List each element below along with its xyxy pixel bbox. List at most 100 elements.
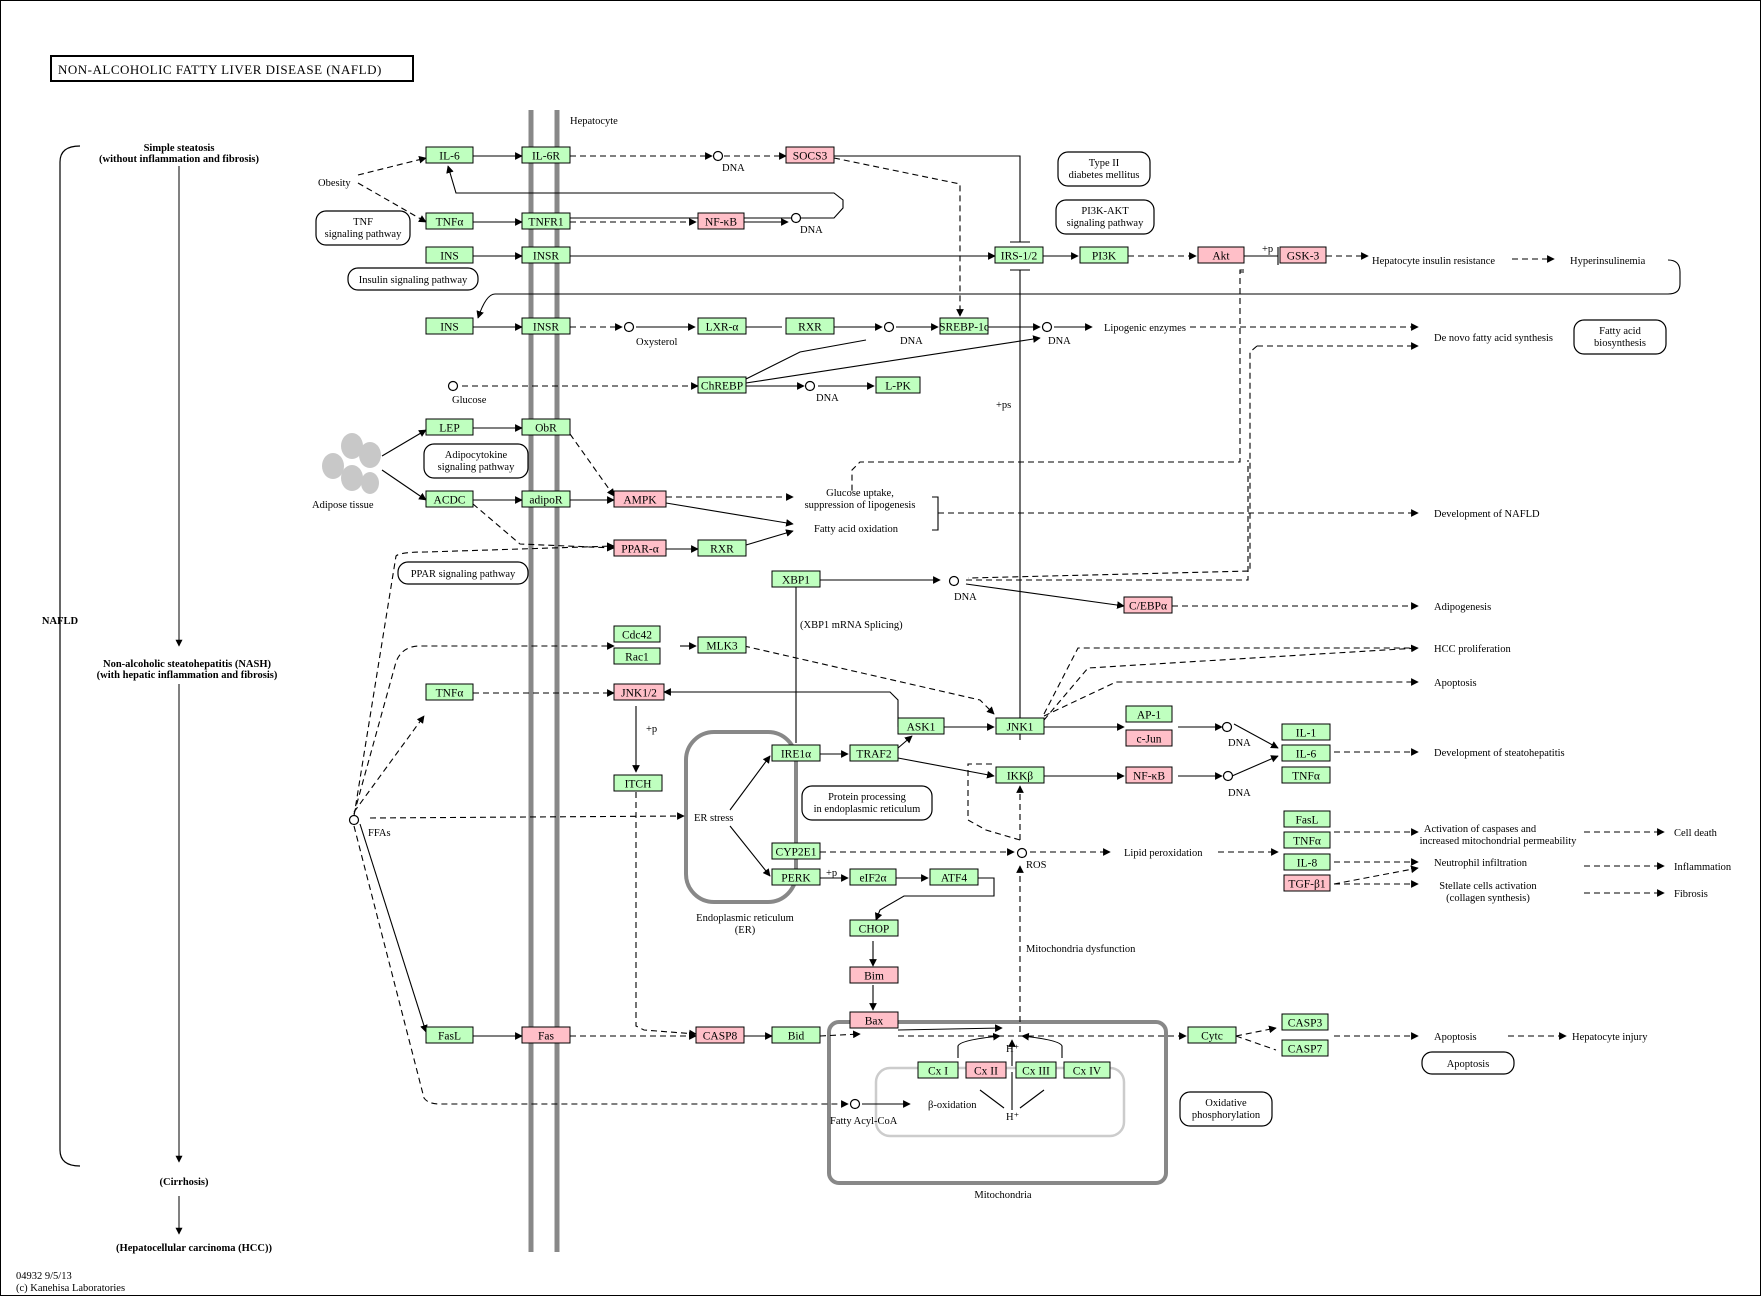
gene-pi3k[interactable]: PI3K bbox=[1079, 246, 1129, 264]
gene-atf4[interactable]: ATF4 bbox=[929, 868, 979, 886]
gene-il6b[interactable]: IL-6 bbox=[1281, 744, 1331, 762]
gene-gsk3[interactable]: GSK-3 bbox=[1279, 246, 1327, 264]
gene-bim[interactable]: Bim bbox=[849, 966, 899, 984]
er-compartment bbox=[684, 730, 798, 904]
gene-lep[interactable]: LEP bbox=[425, 418, 474, 436]
gene-label-adipor: adipoR bbox=[529, 495, 563, 507]
pathway-map-ppar[interactable]: PPAR signaling pathway bbox=[397, 561, 529, 585]
gene-chrebp[interactable]: ChREBP bbox=[697, 376, 747, 394]
gene-jnk12[interactable]: JNK1/2 bbox=[613, 683, 665, 701]
gene-traf2[interactable]: TRAF2 bbox=[849, 744, 899, 762]
label-hplus-0: H⁺ bbox=[1006, 1044, 1019, 1055]
gene-socs3[interactable]: SOCS3 bbox=[785, 146, 835, 164]
gene-cx1[interactable]: Cx I bbox=[917, 1061, 959, 1079]
gene-ikkb[interactable]: IKKβ bbox=[995, 766, 1045, 784]
gene-casp8[interactable]: CASP8 bbox=[695, 1026, 745, 1044]
label-hir-6: Hepatocyte insulin resistance bbox=[1372, 256, 1495, 267]
label-dna-4: DNA bbox=[816, 393, 839, 404]
gene-insr2[interactable]: INSR bbox=[521, 317, 571, 335]
pathway-label-insulin: Insulin signaling pathway bbox=[359, 275, 468, 286]
gene-ask1[interactable]: ASK1 bbox=[897, 717, 945, 735]
label-casp1-16: Activation of caspases and bbox=[1424, 824, 1537, 835]
gene-label-lpk: L-PK bbox=[885, 381, 911, 393]
gene-il1[interactable]: IL-1 bbox=[1281, 723, 1331, 741]
label-dna-1: DNA bbox=[800, 225, 823, 236]
gene-bid[interactable]: Bid bbox=[771, 1026, 821, 1044]
gene-il6[interactable]: IL-6 bbox=[425, 146, 474, 164]
pathway-map-insulin[interactable]: Insulin signaling pathway bbox=[347, 267, 479, 291]
gene-eif2a[interactable]: eIF2α bbox=[849, 868, 897, 886]
gene-nfkb2[interactable]: NF-κB bbox=[1125, 766, 1173, 784]
gene-ppara[interactable]: PPAR-α bbox=[613, 539, 667, 557]
gene-lpk[interactable]: L-PK bbox=[875, 376, 921, 394]
gene-cdc42[interactable]: Cdc42 bbox=[613, 625, 661, 643]
gene-cebpa[interactable]: C/EBPα bbox=[1123, 596, 1173, 614]
gene-obr[interactable]: ObR bbox=[521, 418, 571, 436]
gene-insr1[interactable]: INSR bbox=[521, 246, 571, 264]
gene-cjun[interactable]: c-Jun bbox=[1125, 729, 1173, 747]
gene-cx3[interactable]: Cx III bbox=[1015, 1061, 1057, 1079]
stage-cirrhosis: (Cirrhosis) bbox=[160, 1177, 209, 1188]
gene-srebp[interactable]: SREBP-1c bbox=[939, 317, 989, 335]
stage-simple-steatosis: Simple steatosis bbox=[144, 143, 215, 154]
gene-label-srebp: SREBP-1c bbox=[939, 322, 989, 334]
gene-xbp1[interactable]: XBP1 bbox=[771, 570, 821, 588]
gene-ampk[interactable]: AMPK bbox=[613, 490, 667, 508]
pathway-label-ox2: phosphorylation bbox=[1192, 1110, 1261, 1121]
gene-ins2[interactable]: INS bbox=[425, 317, 474, 335]
gene-acdc[interactable]: ACDC bbox=[425, 490, 474, 508]
gene-label-cx1: Cx I bbox=[928, 1066, 948, 1078]
pathway-label-tnf2: signaling pathway bbox=[325, 229, 402, 240]
label-phospho-1: +p bbox=[646, 724, 657, 735]
gene-lxra[interactable]: LXR-α bbox=[697, 317, 747, 335]
gene-tnfr1[interactable]: TNFR1 bbox=[521, 212, 571, 230]
gene-jnk1[interactable]: JNK1 bbox=[995, 717, 1045, 735]
gene-fas[interactable]: Fas bbox=[521, 1026, 571, 1044]
gene-tgfb1[interactable]: TGF-β1 bbox=[1283, 874, 1331, 892]
gene-casp3[interactable]: CASP3 bbox=[1281, 1013, 1329, 1031]
gene-ire1a[interactable]: IRE1α bbox=[771, 744, 821, 762]
gene-adipor[interactable]: adipoR bbox=[521, 490, 571, 508]
label-apoptosis-34: Apoptosis bbox=[1434, 1032, 1477, 1043]
gene-bax[interactable]: Bax bbox=[849, 1011, 899, 1029]
gene-tnfa4[interactable]: TNFα bbox=[1283, 831, 1331, 849]
stage-nash-desc: (with hepatic inflammation and fibrosis) bbox=[97, 670, 278, 681]
gene-tnfa2[interactable]: TNFα bbox=[425, 683, 474, 701]
gene-nfkb1[interactable]: NF-κB bbox=[697, 212, 745, 230]
gene-il6r[interactable]: IL-6R bbox=[521, 146, 571, 164]
gene-tnfa1[interactable]: TNFα bbox=[425, 212, 474, 230]
gene-fasl2[interactable]: FasL bbox=[1283, 810, 1331, 828]
gene-itch[interactable]: ITCH bbox=[613, 774, 663, 792]
gene-rxr2[interactable]: RXR bbox=[697, 539, 747, 557]
gene-il8[interactable]: IL-8 bbox=[1283, 853, 1331, 871]
gene-ins1[interactable]: INS bbox=[425, 246, 474, 264]
gene-label-cx4: Cx IV bbox=[1073, 1066, 1102, 1078]
page-title: NON-ALCOHOLIC FATTY LIVER DISEASE (NAFLD… bbox=[58, 62, 382, 77]
gene-ap1[interactable]: AP-1 bbox=[1125, 705, 1173, 723]
gene-tnfa3[interactable]: TNFα bbox=[1281, 766, 1331, 784]
gene-rxr1[interactable]: RXR bbox=[785, 317, 835, 335]
pathway-map-apop[interactable]: Apoptosis bbox=[1421, 1051, 1515, 1075]
gene-perk[interactable]: PERK bbox=[771, 868, 821, 886]
gene-cx4[interactable]: Cx IV bbox=[1063, 1061, 1111, 1079]
label-apoptosis-14: Apoptosis bbox=[1434, 678, 1477, 689]
gene-irs[interactable]: IRS-1/2 bbox=[994, 246, 1044, 264]
label-dna-0: DNA bbox=[722, 163, 745, 174]
footer-id: 04932 9/5/13 bbox=[16, 1271, 72, 1282]
gene-cyp2e1[interactable]: CYP2E1 bbox=[771, 842, 821, 860]
gene-mlk3[interactable]: MLK3 bbox=[697, 636, 747, 654]
gene-fasl[interactable]: FasL bbox=[425, 1026, 474, 1044]
gene-chop[interactable]: CHOP bbox=[849, 919, 899, 937]
gene-cytc[interactable]: Cytc bbox=[1187, 1026, 1237, 1044]
gene-rac1[interactable]: Rac1 bbox=[613, 647, 661, 665]
gene-akt[interactable]: Akt bbox=[1197, 246, 1245, 264]
gene-cx2[interactable]: Cx II bbox=[965, 1061, 1007, 1079]
gene-casp7[interactable]: CASP7 bbox=[1281, 1039, 1329, 1057]
